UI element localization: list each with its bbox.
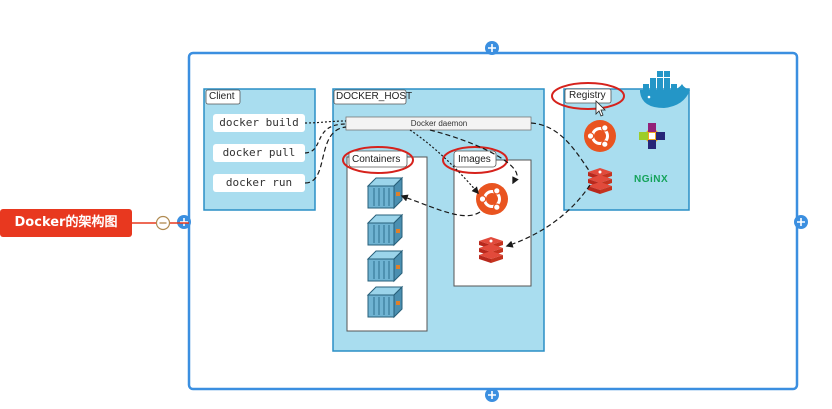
container-stack-icon (367, 250, 403, 282)
ubuntu-icon (582, 118, 618, 154)
daemon-to-registry-flow (530, 122, 591, 173)
mouse-cursor-icon (595, 100, 606, 117)
run-flow-line (304, 126, 347, 184)
images-label: Images (458, 154, 491, 165)
images-label-box (453, 150, 497, 168)
client-label: Client (209, 91, 235, 102)
containers-label-box (348, 150, 408, 168)
docker-daemon-label: Docker daemon (410, 119, 468, 128)
docker-pull-command: docker pull (213, 144, 305, 162)
docker-run-command: docker run (213, 174, 305, 192)
redis-icon (588, 168, 612, 194)
registry-to-images-arrow (505, 184, 591, 248)
container-stack-icon (367, 214, 403, 246)
pull-flow-line (304, 123, 347, 154)
docker-host-label: DOCKER_HOST (336, 91, 413, 102)
containers-highlight (342, 146, 414, 174)
client-label-box (205, 89, 241, 105)
daemon-to-image-arrow (409, 129, 479, 195)
containers-label: Containers (352, 154, 401, 165)
registry-highlight (551, 82, 625, 110)
docker-host-label-box (333, 89, 407, 105)
frame-handle-right[interactable] (794, 215, 808, 229)
registry-label: Registry (569, 90, 606, 101)
build-flow-line (304, 120, 347, 124)
collapse-icon[interactable] (155, 215, 171, 231)
frame-handle-left[interactable] (177, 215, 191, 229)
container-stack-icon (367, 286, 403, 318)
topic-node[interactable]: Docker的架构图 (0, 209, 132, 237)
nginx-logo: NGiNX (634, 174, 669, 185)
docker-whale-icon (640, 71, 690, 108)
images-highlight (442, 146, 508, 174)
registry-label-box (564, 88, 612, 104)
frame-handle-top[interactable] (485, 41, 499, 55)
registry-panel (563, 88, 690, 211)
daemon-to-containers-flow (429, 129, 519, 185)
ubuntu-icon (474, 181, 510, 217)
redis-icon (479, 237, 503, 263)
docker-build-command: docker build (213, 114, 305, 132)
images-panel (453, 159, 532, 287)
frame-handle-bottom[interactable] (485, 388, 499, 402)
container-stack-icon (367, 177, 403, 209)
